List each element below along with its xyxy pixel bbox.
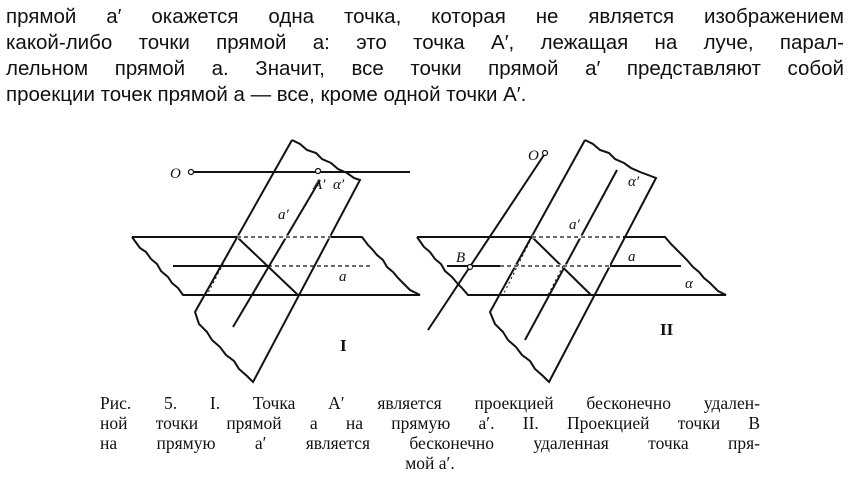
text-line: лельном прямой a. Значит, все точки прям…	[6, 57, 844, 80]
panel-numeral: II	[660, 320, 674, 339]
vertical-plane-alpha-prime	[193, 139, 362, 384]
horizontal-plane	[416, 236, 727, 296]
caption-line: Рис. 5. I. Точка A′ является проекцией б…	[100, 393, 760, 413]
label-a-prime: a′	[569, 217, 581, 233]
body-paragraph: прямой a′ окажется одна точка, которая н…	[6, 4, 844, 108]
label-alpha: α	[685, 276, 694, 292]
text-line: какой-либо точки прямой a: это точка A′,…	[6, 31, 844, 54]
caption-line: мой a′.	[405, 453, 455, 473]
text-line: проекции точек прямой a — все, кроме одн…	[6, 83, 527, 106]
vertical-plane-alpha-prime	[488, 139, 658, 384]
label-a: a	[339, 269, 347, 285]
hidden-line-a-prime	[547, 265, 564, 296]
point-O	[187, 168, 195, 176]
label-O: O	[170, 166, 181, 182]
horizontal-plane	[131, 236, 421, 296]
hidden-plane-edge	[502, 236, 533, 296]
text-line: прямой a′ окажется одна точка, которая н…	[6, 5, 844, 28]
label-alpha-prime: α′	[628, 174, 640, 190]
hidden-plane-edge	[206, 236, 238, 296]
figure-caption: Рис. 5. I. Точка A′ является проекцией б…	[100, 393, 760, 473]
caption-line: на прямую a′ является бесконечно удаленн…	[100, 433, 760, 453]
point-O	[541, 149, 549, 157]
label-a-prime: a′	[278, 207, 290, 223]
label-O: O	[528, 148, 539, 164]
label-alpha-prime: α′	[333, 177, 345, 193]
figure-panel-1: O A′ α′ a′ a I	[131, 139, 421, 384]
point-B	[466, 263, 474, 271]
figure-panel-2: O B α′ a′ a α II	[416, 139, 727, 384]
label-a: a	[628, 249, 636, 265]
line-a-prime	[524, 169, 618, 341]
label-B: B	[456, 250, 465, 266]
ray-from-O	[427, 154, 545, 331]
label-A-prime: A′	[312, 177, 326, 193]
line-a-prime	[232, 179, 321, 328]
panel-numeral: I	[340, 336, 347, 355]
point-A-prime	[314, 167, 322, 175]
caption-line: ной точки прямой a на прямую a′. II. Про…	[100, 413, 760, 433]
hidden-line-a-prime	[252, 265, 269, 296]
